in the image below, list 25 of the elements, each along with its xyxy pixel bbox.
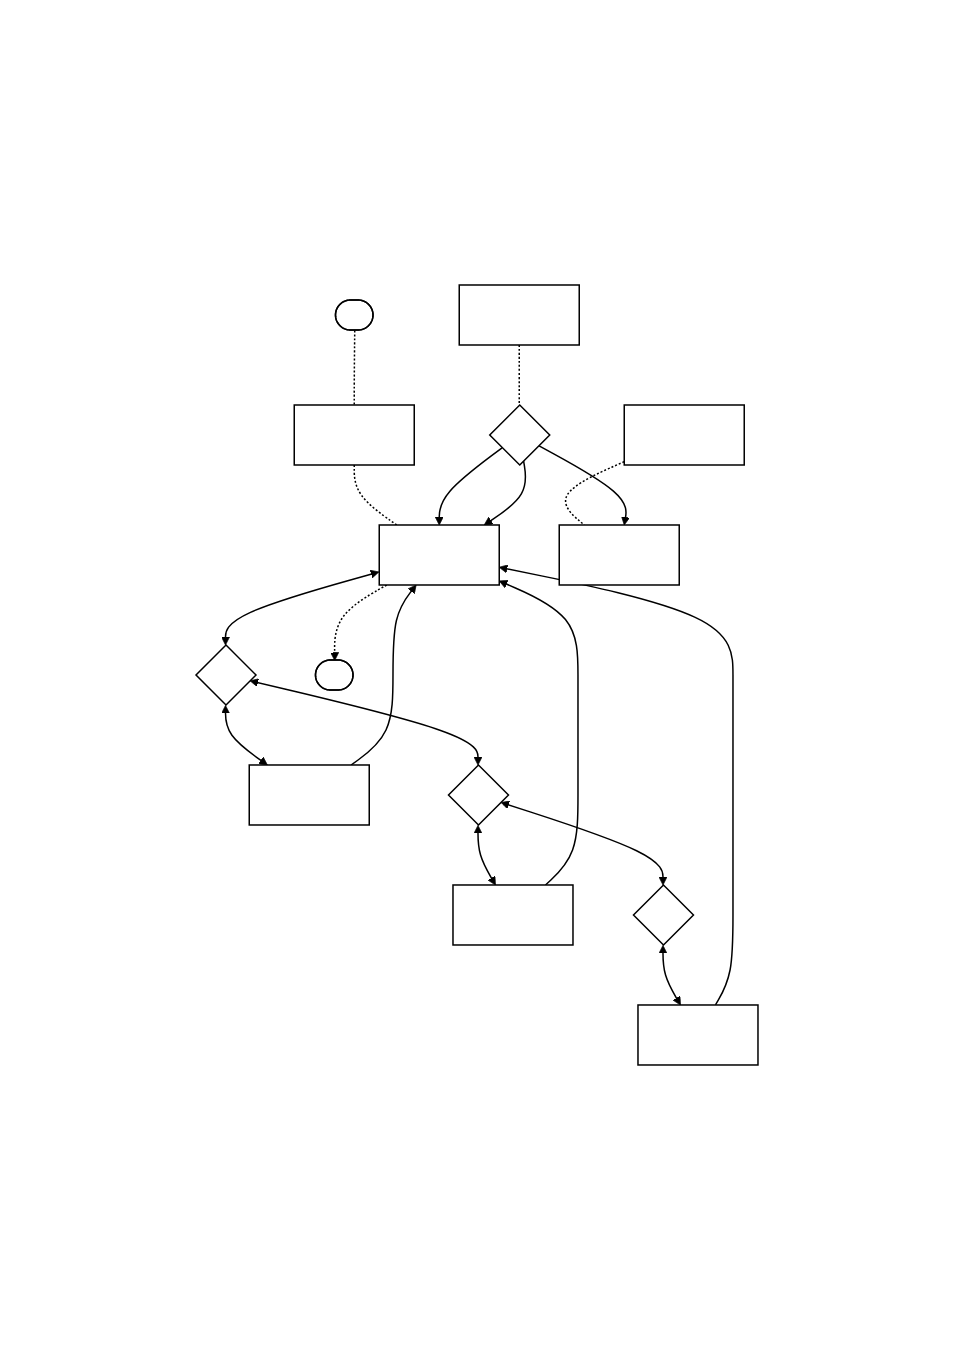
node-diamond xyxy=(632,883,695,947)
arrow xyxy=(498,564,734,1006)
arrow xyxy=(434,447,503,526)
arrow xyxy=(500,800,668,886)
node-diamond xyxy=(447,763,510,827)
node-box xyxy=(248,764,370,826)
node-box xyxy=(558,524,680,586)
node-box xyxy=(293,404,415,466)
node-box xyxy=(458,284,580,346)
node-box xyxy=(623,404,745,466)
arrow xyxy=(537,444,630,526)
node-box xyxy=(378,524,500,586)
connector xyxy=(353,329,356,406)
arrow xyxy=(221,569,380,646)
node-box xyxy=(452,884,574,946)
node-diamond xyxy=(488,403,551,467)
arrow xyxy=(330,584,388,661)
arrow xyxy=(249,678,483,766)
node-diamond xyxy=(194,643,258,707)
arrow xyxy=(473,825,496,886)
arrow xyxy=(350,584,417,766)
arrow xyxy=(498,580,579,886)
node-box xyxy=(637,1004,759,1066)
arrow xyxy=(221,705,268,766)
arrow xyxy=(658,945,681,1006)
